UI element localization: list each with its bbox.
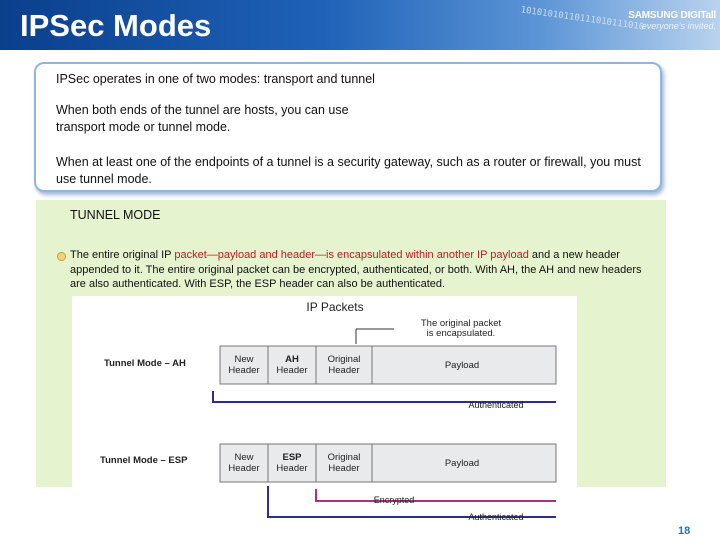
cell-text: Payload [445,458,479,469]
desc-text-end: and a new header appended to it. The ent… [70,249,642,290]
info-line-modes: IPSec operates in one of two modes: tran… [56,72,375,86]
logo-tagline: everyone's invited. [641,21,716,31]
encrypted-bracket [315,489,556,502]
cell-text: Header [276,365,307,376]
authenticated-label: Authenticated [468,512,523,522]
page-title: IPSec Modes [20,8,212,43]
diagram-note-line1: The original packet [421,318,502,329]
cell-text: Header [228,365,259,376]
cell-text: Header [276,463,307,474]
cell-text: Header [228,463,259,474]
diagram-title: IP Packets [306,300,363,314]
cell-text: Original [328,354,361,365]
authenticated-bracket [212,391,556,403]
diagram-note-line2: is encapsulated. [427,328,496,339]
row-label-ah: Tunnel Mode – AH [104,358,186,369]
cell-text: ESP [282,452,302,463]
tunnel-mode-description: The entire original IP packet—payload an… [70,248,650,292]
desc-text-highlight: packet—payload and header—is encapsulate… [174,249,529,261]
authenticated-label: Authenticated [468,400,523,410]
desc-text-start: The entire original IP [70,249,175,261]
cell-text: New [234,354,253,365]
row-label-esp: Tunnel Mode – ESP [100,455,188,466]
info-line-gateway: When at least one of the endpoints of a … [56,155,641,186]
cell-text: Original [328,452,361,463]
cell-text: Header [328,463,359,474]
bullet-icon [57,252,66,261]
cell-payload [371,443,557,483]
encrypted-label: Encrypted [374,495,415,505]
page-number: 18 [678,525,691,537]
cell-text: AH [285,354,299,365]
ip-packets-diagram: IP Packets The original packet is encaps… [72,296,577,540]
cell-text: Header [328,365,359,376]
samsung-logo: SAMSUNG DIGITall everyone's invited. [612,10,716,31]
packet-row-esp: New Header ESP Header Original Header Pa… [219,443,557,522]
packet-row-ah: New Header AH Header Original Header Pay… [212,345,557,410]
cell-original-header [315,345,373,385]
ipsec-info-box: IPSec operates in one of two modes: tran… [34,62,662,192]
logo-brand: SAMSUNG DIGITall [628,10,716,21]
authenticated-bracket [267,486,556,518]
info-line-hosts: When both ends of the tunnel are hosts, … [56,103,349,134]
cell-payload [371,345,557,385]
cell-text: New [234,452,253,463]
cell-new-header [219,443,269,483]
tunnel-mode-title: TUNNEL MODE [70,208,161,222]
cell-text: Payload [445,360,479,371]
title-bar: IPSec Modes 10101010110111010111010 SAMS… [0,0,720,50]
